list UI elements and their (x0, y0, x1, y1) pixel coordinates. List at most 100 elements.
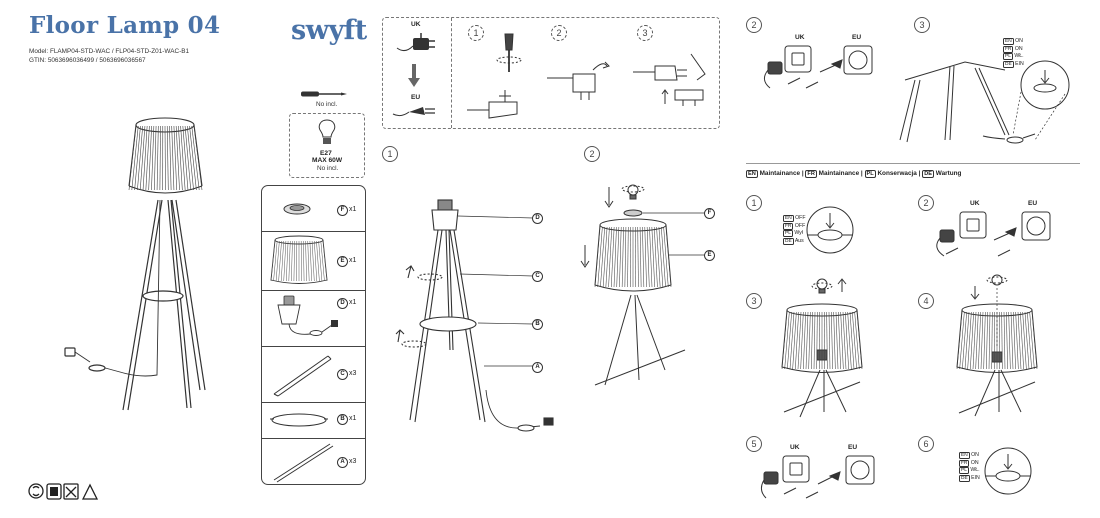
unscrew-plug-illustration (467, 33, 522, 119)
lang-text: OFF (794, 222, 806, 229)
shade-pleat-line (651, 226, 655, 288)
shade-pleat-line (967, 311, 972, 370)
lang-text: OFF (795, 215, 806, 221)
eu-plug-fitted-illustration (633, 53, 706, 106)
shade-pleat-line (307, 240, 310, 282)
shade-pleat-line (322, 240, 328, 282)
part-row-e: E x1 (262, 231, 365, 291)
shade-pleat-line (627, 226, 629, 288)
shade-pleat-line (156, 125, 159, 191)
lang-text: Wartung (935, 170, 962, 177)
shade-pleat-line (309, 240, 312, 282)
shade-pleat-line (189, 125, 197, 191)
shade-pleat-line (619, 226, 622, 288)
shade-pleat-line (826, 311, 828, 370)
usage-step-3: 3 (914, 17, 930, 33)
assembly-step2-illustration (580, 184, 706, 386)
shade-pleat-line (178, 125, 183, 191)
part-qty: x1 (349, 257, 357, 264)
shade-pleat-line (842, 311, 847, 370)
shade-pleat-line (797, 311, 802, 370)
convert-down-arrow-icon (408, 64, 420, 87)
shade-pleat-line (145, 125, 150, 191)
shade-pleat-line (845, 311, 849, 370)
lang-code: EN (783, 215, 794, 222)
lang-code: PL (1003, 53, 1013, 61)
callout-a: A (532, 362, 543, 373)
shade-pleat-line (182, 125, 189, 191)
shade-pleat-line (275, 240, 280, 282)
light-bulb-icon (318, 119, 336, 144)
plug-step-3: 3 (637, 25, 653, 41)
plug-step-2: 2 (551, 25, 567, 41)
lang-text: Maintainance (818, 170, 860, 177)
callout-d: D (532, 213, 543, 224)
usage-uk-label: UK (795, 34, 805, 41)
shade-pleat-line (983, 311, 986, 370)
uk-plug-icon (396, 33, 435, 52)
shade-pleat-line (840, 311, 844, 370)
shade-pleat-line (151, 125, 155, 191)
shade-pleat-line (856, 311, 863, 370)
maintenance-step-1: 1 (746, 195, 762, 211)
maintenance-eu-label-2: EU (848, 444, 858, 451)
maintenance-uk-label: UK (970, 200, 980, 207)
top-connector-cable-icon (277, 295, 338, 336)
plug-conversion-box: UK EU 1 2 3 (382, 17, 720, 129)
shade-pleat-line (959, 311, 965, 370)
shade-pleat-line (273, 240, 278, 282)
bulb-max-wattage: MAX 60W (312, 157, 343, 164)
bulb-base: E27 (320, 150, 332, 157)
shade-pleat-line (1022, 311, 1027, 370)
lang-code: DE (1003, 60, 1014, 68)
plug-step-1: 1 (468, 25, 484, 41)
shade-pleat-line (311, 240, 315, 282)
shade-pleat-line (137, 125, 143, 191)
shade-pleat-line (639, 226, 642, 288)
assembly-step1-illustration (395, 199, 554, 432)
shade-pleat-line (305, 240, 307, 282)
part-letter: C (337, 369, 348, 380)
lang-text: ON (971, 452, 979, 458)
screwdriver-not-included: No incl. (316, 101, 338, 108)
part-letter: F (337, 205, 348, 216)
lamp-overview-illustration (64, 117, 206, 411)
callout-c: C (532, 271, 543, 282)
shade-pleat-line (646, 226, 650, 288)
lang-code: DE (959, 474, 970, 482)
shade-pleat-line (597, 226, 603, 288)
usage-step-2: 2 (746, 17, 762, 33)
shade-pleat-line (847, 311, 852, 370)
shade-pleat-line (792, 311, 797, 370)
maintenance-uk-label-2: UK (790, 444, 800, 451)
shade-pleat-line (316, 240, 320, 282)
shade-pleat-line (320, 240, 325, 282)
maintenance-step-2: 2 (918, 195, 934, 211)
model-line: Model: FLAMP04-STD-WAC / FLP04-STD-Z01-W… (29, 48, 190, 55)
shade-pleat-line (663, 226, 669, 288)
shade-pleat-line (608, 226, 613, 288)
shade-pleat-line (611, 226, 615, 288)
shade-pleat-line (288, 240, 291, 282)
shade-pleat-line (613, 226, 617, 288)
shade-pleat-line (849, 311, 855, 370)
lang-text: EIN (971, 474, 980, 481)
part-qty: x1 (349, 206, 357, 213)
shade-pleat-line (653, 226, 658, 288)
shade-pleat-line (602, 226, 608, 288)
shade-pleat-line (187, 125, 194, 191)
part-letter: B (337, 414, 348, 425)
shade-pleat-line (833, 311, 836, 370)
usage-foot-switch-illustration (899, 60, 1070, 144)
lang-text: WŁ. (1014, 53, 1024, 60)
compliance-icons (28, 483, 99, 500)
shade-pleat-line (1015, 311, 1019, 370)
bulb-requirement-box: E27 MAX 60W No incl. (289, 113, 365, 178)
shade-pleat-line (600, 226, 605, 288)
callout-f: F (704, 208, 715, 219)
shade-pleat-line (293, 240, 295, 282)
brand-logo: swyft (291, 15, 367, 46)
section-divider (746, 163, 1080, 164)
assembly-step-2: 2 (584, 146, 600, 162)
lang-text: Aus (794, 237, 804, 244)
